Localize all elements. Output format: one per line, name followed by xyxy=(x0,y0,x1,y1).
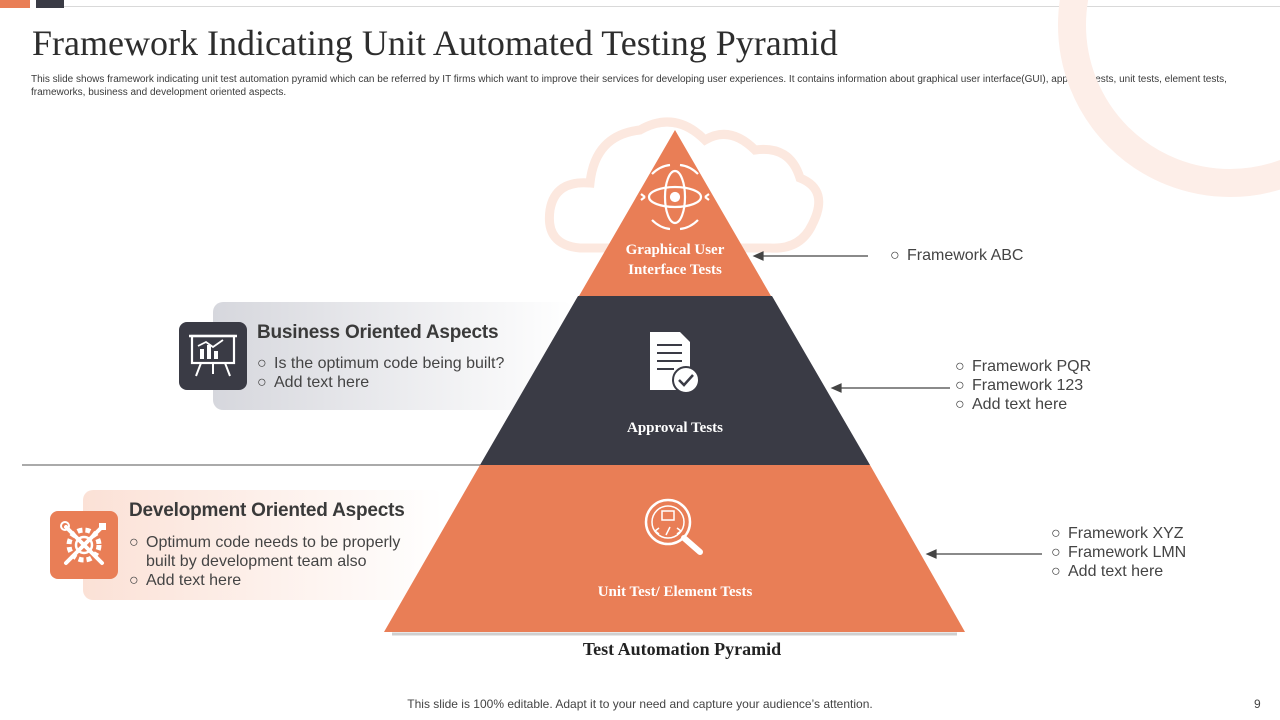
callout-text: Add text here xyxy=(1068,563,1164,580)
bullet-icon: ○ xyxy=(257,355,267,372)
bullet-icon: ○ xyxy=(955,396,965,413)
development-panel-title: Development Oriented Aspects xyxy=(129,500,405,521)
pyramid-tier-unit xyxy=(384,465,965,632)
list-item: ○ Framework 123 xyxy=(955,376,1091,395)
list-item: ○ Add text here xyxy=(1051,562,1186,581)
magnifier-code-icon xyxy=(644,498,703,555)
bullet-icon: ○ xyxy=(1051,525,1061,542)
bullet-icon: ○ xyxy=(890,247,900,264)
bullet-icon: ○ xyxy=(1051,544,1061,561)
list-item-text: built by development team also xyxy=(146,553,367,570)
callout-approval: ○ Framework PQR ○ Framework 123 ○ Add text … xyxy=(955,357,1091,414)
business-panel-bg xyxy=(213,302,573,410)
list-item: ○ Optimum code needs to be properly xyxy=(129,533,400,552)
business-icon-box xyxy=(179,322,247,390)
callout-text: Framework 123 xyxy=(972,377,1084,394)
accent-bar-orange xyxy=(0,0,30,8)
footer-text: This slide is 100% editable. Adapt it to… xyxy=(407,697,873,711)
list-item: ○ Framework ABC xyxy=(890,246,1023,265)
list-item: ○ Framework XYZ xyxy=(1051,524,1186,543)
callout-unit: ○ Framework XYZ ○ Framework LMN ○ Add text … xyxy=(1051,524,1186,581)
business-panel-list: ○ Is the optimum code being built? ○ Add t… xyxy=(257,354,504,392)
list-item-text: Optimum code needs to be properly xyxy=(146,534,401,551)
decorative-ring xyxy=(1058,0,1280,197)
business-panel-title: Business Oriented Aspects xyxy=(257,322,499,343)
page-number: 9 xyxy=(1254,697,1261,711)
tools-gear-icon xyxy=(60,521,106,565)
list-item: ○ Framework LMN xyxy=(1051,543,1186,562)
top-divider xyxy=(64,6,1280,7)
bullet-icon: ○ xyxy=(129,534,139,551)
list-item: ○ Add text here xyxy=(955,395,1091,414)
document-check-icon xyxy=(650,332,700,394)
list-item: ○ Add text here xyxy=(257,373,504,392)
list-item: ○ Is the optimum code being built? xyxy=(257,354,504,373)
pyramid-caption: Test Automation Pyramid xyxy=(540,639,824,660)
list-item-text: Add text here xyxy=(274,374,370,391)
list-item-continued: built by development team also xyxy=(129,552,400,571)
bullet-icon: ○ xyxy=(955,358,965,375)
arrow-gui xyxy=(752,251,868,261)
presentation-chart-icon xyxy=(189,334,237,377)
bullet-icon: ○ xyxy=(129,572,139,589)
development-panel-list: ○ Optimum code needs to be properly built… xyxy=(129,533,400,590)
globe-orbit-icon xyxy=(640,163,710,231)
development-icon-box xyxy=(50,511,118,579)
tier-label-unit: Unit Test/ Element Tests xyxy=(597,584,753,600)
slide-title: Framework Indicating Unit Automated Test… xyxy=(32,23,838,63)
pyramid-caption-text: Test Automation Pyramid xyxy=(582,639,782,659)
slide-subtitle: This slide shows framework indicating un… xyxy=(31,74,1227,98)
callout-text: Framework LMN xyxy=(1068,544,1187,561)
arrow-unit xyxy=(925,549,1042,559)
tier-label-gui-line2: Interface Tests xyxy=(628,262,722,278)
list-item: ○ Framework PQR xyxy=(955,357,1091,376)
tier-label-approval: Approval Tests xyxy=(626,420,723,436)
callout-text: Framework XYZ xyxy=(1068,525,1184,542)
bullet-icon: ○ xyxy=(1051,563,1061,580)
bullet-icon: ○ xyxy=(257,374,267,391)
callout-text: Framework ABC xyxy=(907,247,1024,264)
list-item-text: Add text here xyxy=(146,572,242,589)
cloud-icon xyxy=(544,117,824,253)
pyramid-tier-gui xyxy=(579,130,771,296)
tier-label-gui-line1: Graphical User xyxy=(625,242,725,258)
list-item: ○ Add text here xyxy=(129,571,400,590)
accent-bar-dark xyxy=(36,0,64,8)
callout-gui: ○ Framework ABC xyxy=(890,246,1023,265)
tier-label-gui: Graphical User Interface Tests xyxy=(595,240,755,280)
list-item-text: Is the optimum code being built? xyxy=(274,355,505,372)
callout-text: Add text here xyxy=(972,396,1068,413)
arrow-approval xyxy=(830,383,950,393)
callout-text: Framework PQR xyxy=(972,358,1092,375)
development-panel-bg xyxy=(83,490,443,600)
bullet-icon: ○ xyxy=(955,377,965,394)
